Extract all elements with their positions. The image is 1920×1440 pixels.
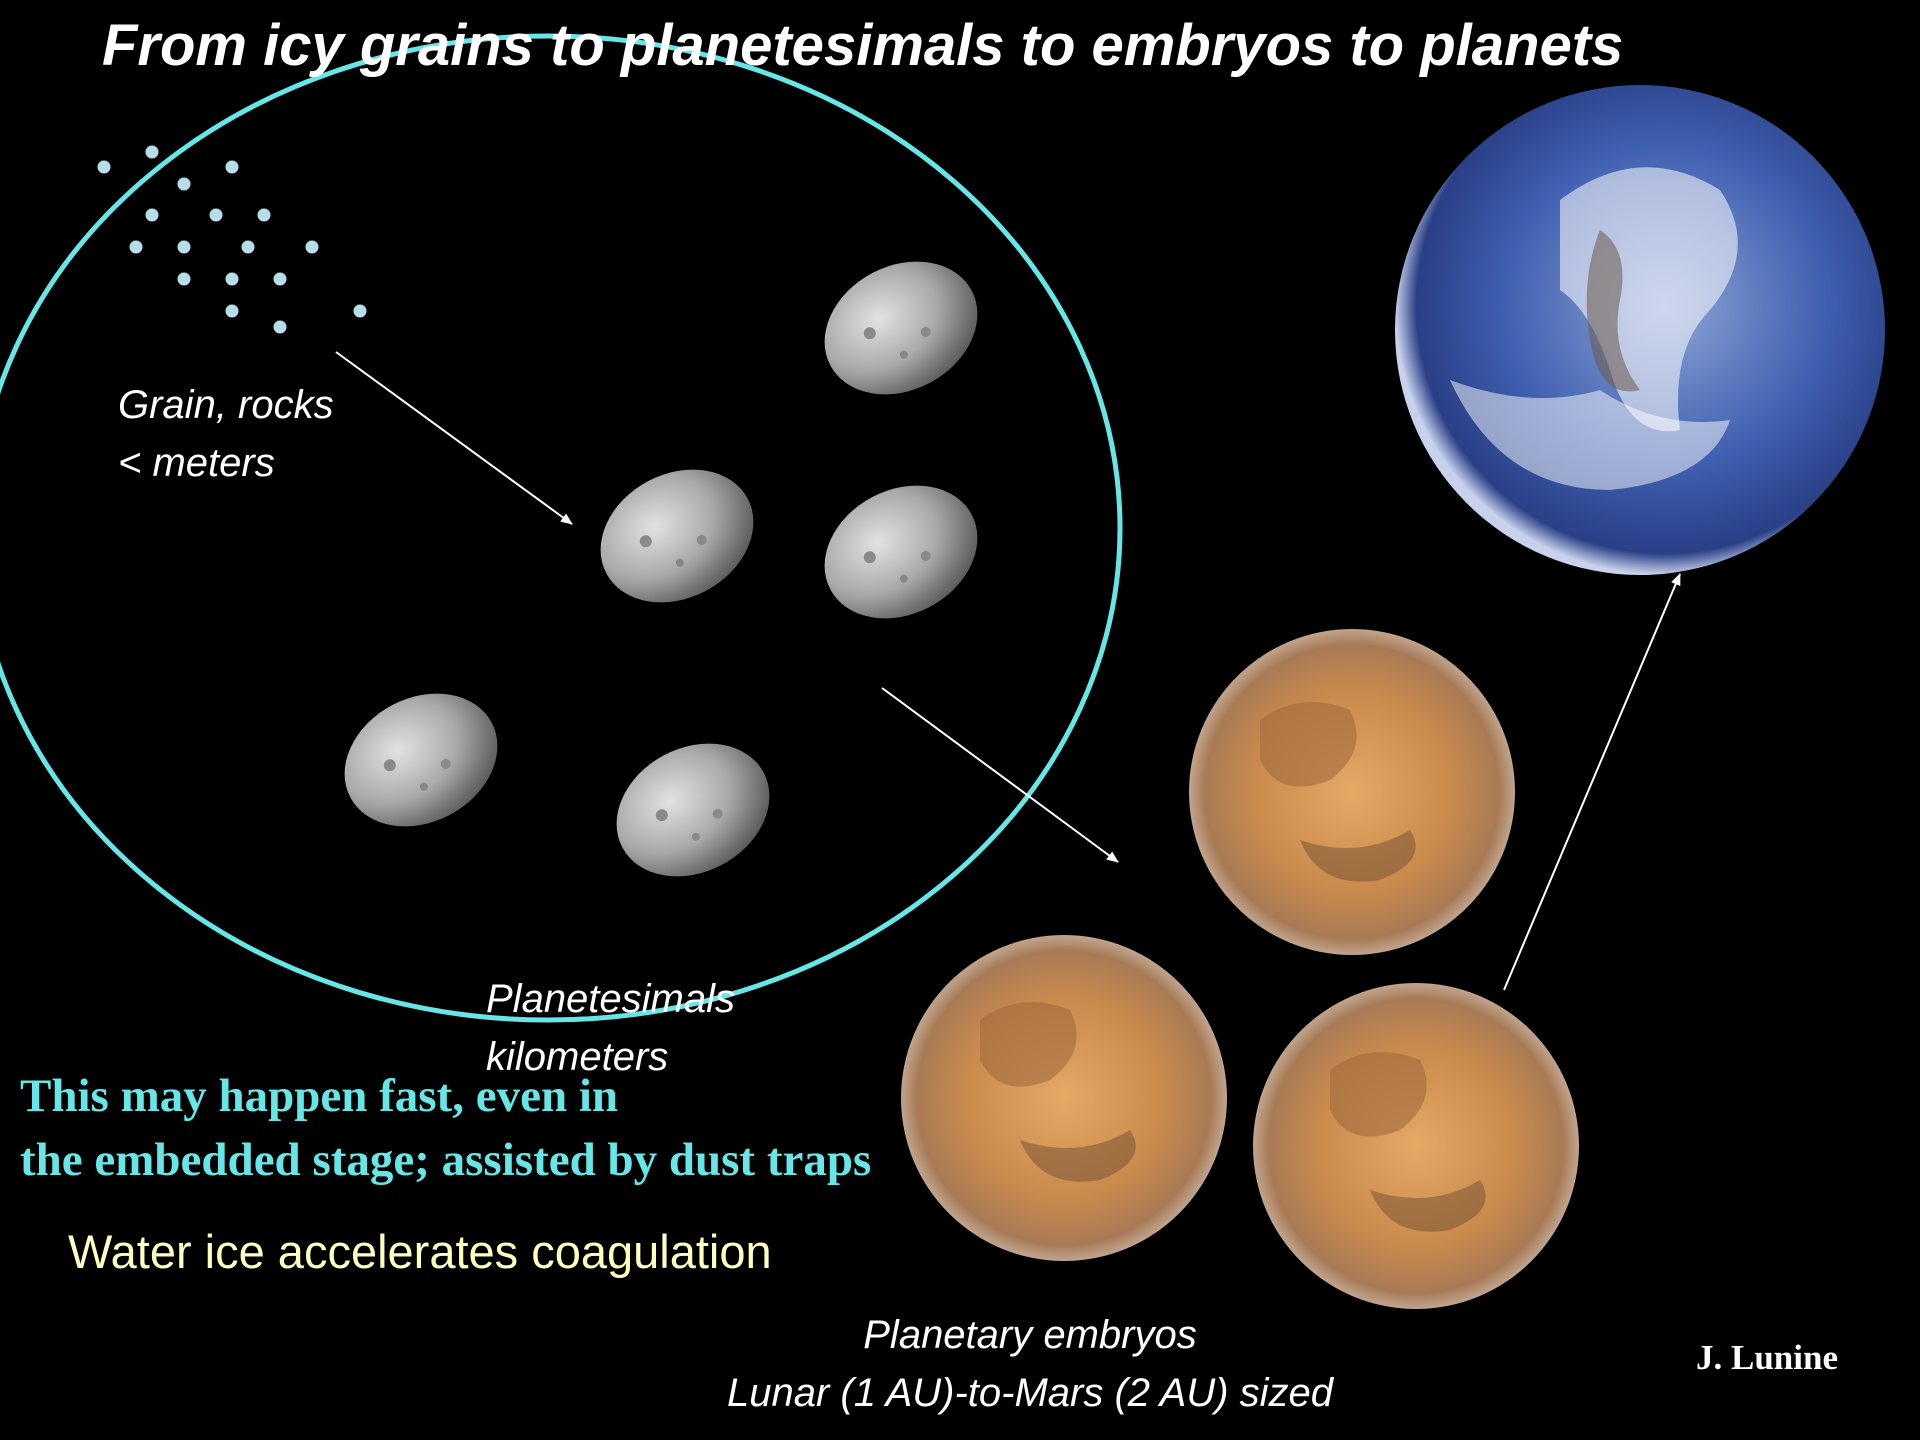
fast-formation-note-line2: the embedded stage; assisted by dust tra… [20,1128,871,1192]
grain-dot-icon [210,209,223,222]
arrow-embryos-to-planet [1504,574,1680,990]
grains-label-line2: < meters [118,434,334,492]
grain-dot-icon [178,273,191,286]
grain-dot-icon [98,161,111,174]
earth-planet-icon [1395,85,1885,575]
slide-title: From icy grains to planetesimals to embr… [102,12,1902,79]
grain-dot-icon [226,161,239,174]
author-credit: J. Lunine [1696,1338,1838,1378]
grain-dot-icon [146,146,159,159]
embryos-label: Planetary embryos Lunar (1 AU)-to-Mars (… [660,1306,1400,1422]
grain-dot-icon [226,273,239,286]
grain-dots [98,146,367,334]
grains-label: Grain, rocks < meters [118,376,334,492]
planetesimals-label-line1: Planetesimals [486,970,735,1028]
fast-formation-note: This may happen fast, even in the embedd… [20,1064,871,1192]
grain-dot-icon [274,273,287,286]
grain-dot-icon [178,241,191,254]
water-ice-note: Water ice accelerates coagulation [68,1224,772,1279]
embryos-label-line1: Planetary embryos [660,1306,1400,1364]
grain-dot-icon [274,321,287,334]
grain-dot-icon [146,209,159,222]
asteroid-icon [321,668,520,853]
grain-dot-icon [354,305,367,318]
asteroid-icon [801,460,1000,645]
fast-formation-note-line1: This may happen fast, even in [20,1064,871,1128]
asteroid-icon [593,718,792,903]
arrow-grains-to-planetesimals [336,352,572,524]
mars-planet-icon [1189,629,1515,955]
planetesimals [321,236,1000,903]
embryos-label-line2: Lunar (1 AU)-to-Mars (2 AU) sized [660,1364,1400,1422]
grain-dot-icon [242,241,255,254]
arrow-planetesimals-to-embryos [882,688,1118,862]
grain-dot-icon [130,241,143,254]
embryos [901,629,1579,1309]
grain-dot-icon [258,209,271,222]
grain-dot-icon [306,241,319,254]
grain-dot-icon [226,305,239,318]
asteroid-icon [801,236,1000,421]
asteroid-icon [577,444,776,629]
mars-planet-icon [901,935,1227,1261]
mars-planet-icon [1253,983,1579,1309]
grains-label-line1: Grain, rocks [118,376,334,434]
grain-dot-icon [178,178,191,191]
